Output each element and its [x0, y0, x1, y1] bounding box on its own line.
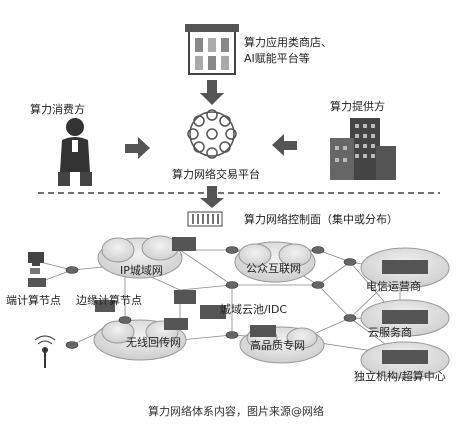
- server-racks: [95, 237, 428, 364]
- arrow-left-icon: [272, 134, 297, 156]
- control-plane-icon: [187, 211, 223, 227]
- provider-label: 算力提供方: [330, 99, 385, 113]
- public-internet-label: 公众互联网: [246, 262, 301, 275]
- ip-metro-label: IP城域网: [120, 264, 163, 277]
- provider-building-icon: [330, 118, 396, 180]
- arrow-right-icon: [125, 137, 150, 159]
- edge-device-icon: [28, 252, 46, 287]
- antenna-icon: [34, 335, 56, 368]
- consumer-label: 算力消费方: [30, 102, 85, 116]
- consumer-person-icon: [58, 118, 92, 186]
- cloud-public-internet: [234, 241, 316, 283]
- architecture-diagram: 算力应用类商店、 AI赋能平台等 算力消费方 算力网络交易平台: [6, 24, 450, 383]
- arrow-down-icon: [200, 80, 224, 105]
- premium-network-label: 高品质专网: [250, 338, 305, 352]
- control-plane-label: 算力网络控制面（集中或分布）: [244, 212, 398, 226]
- trading-platform-icon: [187, 109, 237, 159]
- app-store-label: 算力应用类商店、: [244, 35, 332, 49]
- arrow-down-icon: [200, 186, 224, 208]
- edge-terminal-label: 端计算节点: [6, 293, 61, 307]
- independent-label: 独立机构/超算中心: [354, 369, 446, 383]
- router-nodes: [65, 246, 357, 349]
- telecom-label: 电信运营商: [366, 279, 421, 293]
- platform-label: 算力网络交易平台: [172, 167, 260, 181]
- figure-caption: 算力网络体系内容，图片来源@网络: [148, 405, 324, 418]
- cloud-provider-label: 云服务商: [368, 325, 412, 339]
- cloud-ip-metro: [97, 235, 183, 279]
- app-store-label-line2: AI赋能平台等: [244, 51, 310, 65]
- metro-cloud-label: 城域云池/IDC: [220, 303, 287, 316]
- wireless-backhaul-label: 无线回传网: [126, 335, 181, 349]
- app-store-icon: [185, 24, 239, 75]
- edge-compute-label: 边缘计算节点: [76, 293, 142, 307]
